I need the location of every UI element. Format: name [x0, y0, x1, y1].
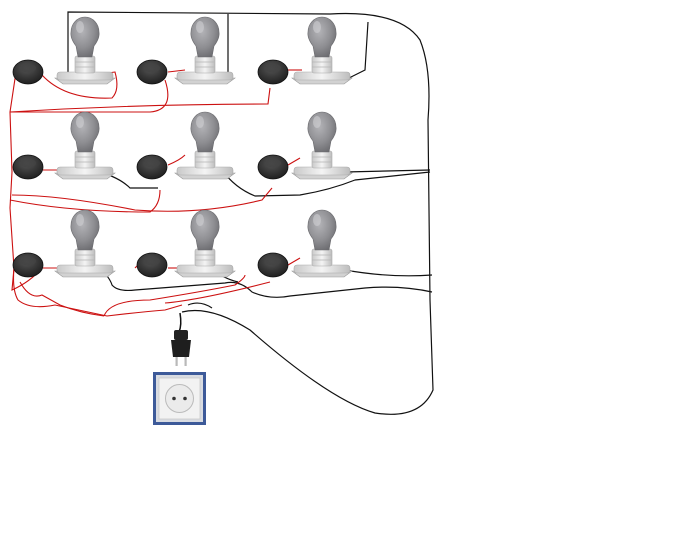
push-switch-icon: [257, 59, 289, 85]
light-bulb-icon: [54, 209, 116, 278]
wall-socket-icon: [153, 372, 206, 425]
push-switch-icon: [12, 252, 44, 278]
neutral-wires: [67, 11, 434, 415]
phase-wires: [9, 69, 302, 317]
light-bulb-icon: [291, 209, 353, 278]
light-bulb-icon: [54, 111, 116, 180]
push-switch-icon: [12, 154, 44, 180]
push-switch-icon: [257, 154, 289, 180]
light-bulb-icon: [174, 16, 236, 85]
light-bulb-icon: [174, 111, 236, 180]
power-plug-icon: [171, 312, 191, 366]
push-switch-icon: [257, 252, 289, 278]
light-bulb-icon: [291, 111, 353, 180]
light-bulb-icon: [54, 16, 116, 85]
push-switch-icon: [136, 252, 168, 278]
components-layer: [12, 16, 353, 278]
push-switch-icon: [136, 59, 168, 85]
light-bulb-icon: [291, 16, 353, 85]
light-bulb-icon: [174, 209, 236, 278]
push-switch-icon: [136, 154, 168, 180]
push-switch-icon: [12, 59, 44, 85]
